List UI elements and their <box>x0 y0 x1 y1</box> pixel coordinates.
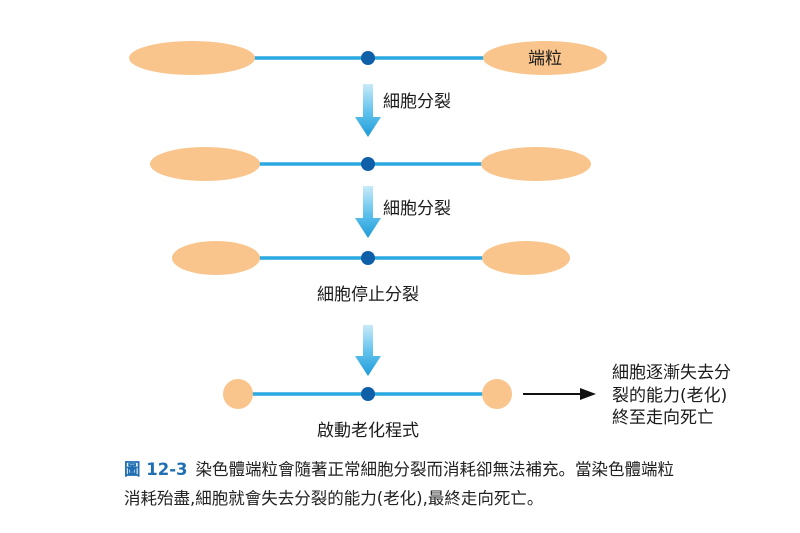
chromosome-1-telomere-right <box>483 41 607 75</box>
division-arrow-2 <box>355 186 381 238</box>
chromosome-4-centromere <box>361 387 375 401</box>
outcome-line-2: 裂的能力(老化) <box>612 386 727 406</box>
cell-division-label-2: 細胞分裂 <box>383 199 451 219</box>
cell-division-label-1: 細胞分裂 <box>383 92 451 112</box>
division-arrow-3 <box>355 325 381 376</box>
chromosome-2-telomere-right <box>481 147 591 181</box>
chromosome-4-telomere-right <box>482 379 512 409</box>
chromosome-2 <box>150 147 591 181</box>
chromosome-1-telomere-left <box>129 41 255 75</box>
chromosome-1 <box>129 41 607 75</box>
figure-caption: 圖 12-3 染色體端粒會隨著正常細胞分裂而消耗卻無法補充。當染色體端粒 消耗殆盡… <box>124 455 774 513</box>
chromosome-4-telomere-left <box>223 379 253 409</box>
chromosome-2-centromere <box>361 157 375 171</box>
telomere-label: 端粒 <box>528 49 562 69</box>
chromosome-4 <box>223 379 512 409</box>
caption-text-1: 染色體端粒會隨著正常細胞分裂而消耗卻無法補充。當染色體端粒 <box>195 460 675 479</box>
chromosome-3-telomere-left <box>172 241 260 275</box>
outcome-arrow <box>523 388 596 400</box>
caption-line-1: 圖 12-3 染色體端粒會隨著正常細胞分裂而消耗卻無法補充。當染色體端粒 <box>124 455 774 484</box>
aging-program-label: 啟動老化程式 <box>317 421 419 441</box>
division-stops-label: 細胞停止分裂 <box>317 285 419 305</box>
chromosome-2-telomere-left <box>150 147 260 181</box>
chromosome-3 <box>172 241 570 275</box>
caption-line-2: 消耗殆盡,細胞就會失去分裂的能力(老化),最終走向死亡。 <box>124 489 544 508</box>
outcome-line-1: 細胞逐漸失去分 <box>612 363 731 383</box>
outcome-line-3: 終至走向死亡 <box>612 408 714 428</box>
chromosome-3-telomere-right <box>482 241 570 275</box>
figure-label: 圖 12-3 <box>124 460 188 479</box>
division-arrow-1 <box>355 84 381 137</box>
chromosome-1-centromere <box>361 51 375 65</box>
chromosome-3-centromere <box>361 251 375 265</box>
